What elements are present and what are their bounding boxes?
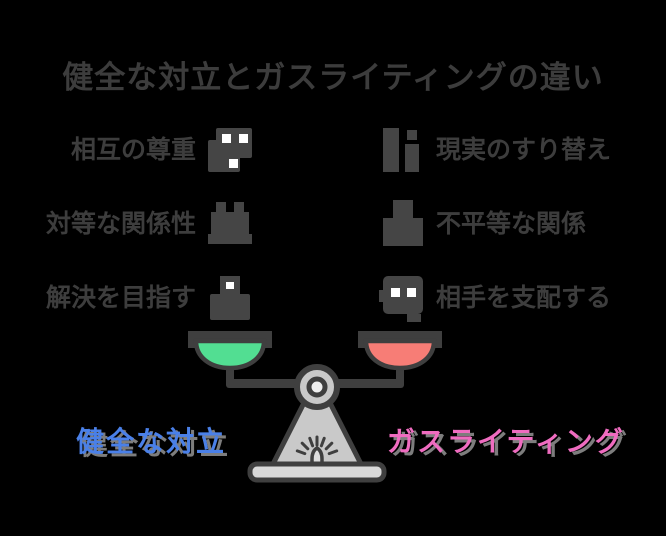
right-item-1-label: 現実のすり替え (436, 135, 612, 164)
right-item-2-label: 不平等な関係 (436, 209, 587, 238)
crown-blocks-icon (208, 202, 252, 244)
scale-gauge (295, 435, 339, 456)
right-pan-label: ガスライティング (387, 425, 625, 458)
left-item-1-label: 相互の尊重 (70, 135, 196, 164)
lock-icon (210, 276, 250, 320)
left-pan-label: 健全な対立 (76, 425, 227, 458)
scale-base (247, 461, 387, 483)
bars-panel-icon (383, 128, 419, 172)
left-item-3-label: 解決を目指す (45, 283, 196, 312)
page-title: 健全な対立とガスライティングの違い (62, 60, 604, 96)
balance-scale (188, 331, 442, 483)
right-pan (358, 331, 442, 371)
person-icon (383, 200, 423, 246)
overlapping-squares-icon (208, 128, 252, 172)
left-item-2-label: 対等な関係性 (45, 209, 196, 238)
right-item-3-label: 相手を支配する (436, 283, 612, 312)
mask-face-icon (379, 276, 423, 322)
left-pan (188, 331, 272, 371)
